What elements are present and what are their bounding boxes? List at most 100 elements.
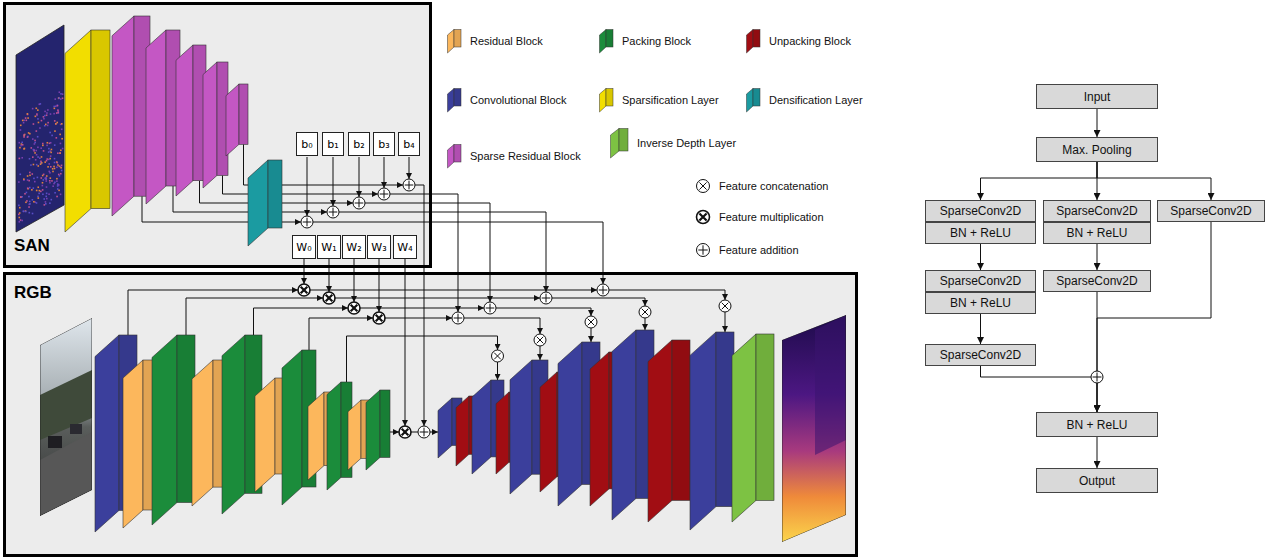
addition-symbol bbox=[327, 206, 339, 218]
sparse-point bbox=[46, 193, 48, 195]
sparse-point bbox=[54, 144, 56, 146]
sparse-point bbox=[56, 166, 58, 168]
block-side bbox=[438, 398, 452, 458]
sparse-point bbox=[22, 144, 24, 146]
sparse-point bbox=[36, 202, 38, 204]
symbol-circle bbox=[348, 302, 360, 314]
sparse-point bbox=[24, 193, 26, 195]
sparse-point bbox=[27, 114, 29, 116]
symbol-cross bbox=[699, 213, 706, 220]
sparse-point bbox=[28, 196, 30, 198]
swatch-side bbox=[747, 88, 754, 112]
sparse-point bbox=[49, 158, 51, 160]
swatch-side bbox=[600, 29, 607, 53]
symbol-circle bbox=[540, 292, 552, 304]
sparse-point bbox=[45, 196, 47, 198]
symbol-circle bbox=[719, 300, 731, 312]
symbol-circle bbox=[492, 350, 504, 362]
network-block bbox=[248, 160, 282, 246]
legend-swatch bbox=[746, 29, 761, 54]
sparse-input-image bbox=[16, 25, 64, 232]
symbol-circle bbox=[378, 188, 390, 200]
sparse-point bbox=[61, 138, 63, 140]
sparse-point bbox=[48, 163, 50, 165]
box-label: BN + ReLU bbox=[950, 296, 1011, 310]
wire bbox=[128, 290, 298, 335]
process-box: SparseConv2D bbox=[925, 344, 1036, 366]
sparse-point bbox=[33, 149, 35, 151]
wire bbox=[645, 318, 646, 330]
sparse-point bbox=[29, 133, 31, 135]
box-label: Output bbox=[1079, 474, 1115, 488]
symbol-cross bbox=[326, 295, 333, 302]
block-side bbox=[472, 380, 491, 474]
sparse-point bbox=[21, 220, 23, 222]
sparse-point bbox=[34, 143, 36, 145]
symbol-cross bbox=[303, 218, 312, 227]
block-side bbox=[510, 360, 532, 494]
photo-road bbox=[40, 432, 92, 516]
concatenation-symbol bbox=[492, 350, 504, 362]
sparse-point bbox=[58, 97, 60, 99]
block-side bbox=[255, 378, 275, 492]
sparse-point bbox=[55, 123, 57, 125]
sparse-point bbox=[62, 148, 64, 150]
sparse-point bbox=[46, 114, 48, 116]
sparse-point bbox=[45, 177, 47, 179]
sparse-point bbox=[29, 201, 31, 203]
sparse-point bbox=[27, 136, 29, 138]
process-box: SparseConv2D bbox=[925, 270, 1036, 292]
sparse-point bbox=[27, 117, 29, 119]
network-block bbox=[65, 30, 110, 232]
wire bbox=[591, 328, 592, 342]
legend-swatch bbox=[447, 144, 462, 169]
sparse-point bbox=[47, 125, 49, 127]
sparse-point bbox=[49, 182, 51, 184]
sparse-point bbox=[51, 180, 53, 182]
flow-connector bbox=[1097, 162, 1211, 200]
legend-swatch bbox=[599, 88, 614, 113]
swatch-face bbox=[606, 29, 613, 47]
sparse-point bbox=[33, 164, 35, 166]
sparse-point bbox=[19, 207, 21, 209]
sparse-point bbox=[33, 178, 35, 180]
sparse-point bbox=[62, 93, 64, 95]
sparse-point bbox=[59, 152, 61, 154]
depth-far bbox=[815, 315, 846, 455]
block-side bbox=[222, 335, 245, 514]
sparse-point bbox=[18, 205, 20, 207]
sparse-point bbox=[56, 161, 58, 163]
wire bbox=[339, 212, 546, 292]
rgb-input-image bbox=[40, 318, 92, 516]
sparse-point bbox=[58, 112, 60, 114]
legend-swatch bbox=[610, 128, 629, 159]
box-label: Input bbox=[1084, 90, 1111, 104]
sparse-point bbox=[52, 171, 54, 173]
sparse-point bbox=[18, 181, 20, 183]
process-box: BN + ReLU bbox=[925, 222, 1036, 244]
sparse-point bbox=[20, 129, 22, 131]
sparse-point bbox=[46, 175, 48, 177]
symbol-circle bbox=[418, 426, 430, 438]
sparse-point bbox=[37, 186, 39, 188]
block-side bbox=[690, 332, 716, 530]
block-face bbox=[672, 340, 690, 500]
sparse-point bbox=[45, 180, 47, 182]
sparse-point bbox=[24, 134, 26, 136]
sparse-point bbox=[23, 148, 25, 150]
block-side bbox=[65, 30, 91, 232]
legend-label: Unpacking Block bbox=[769, 35, 851, 47]
sparse-point bbox=[46, 112, 48, 114]
symbol-circle bbox=[301, 216, 313, 228]
symbol-circle bbox=[534, 334, 546, 346]
parameter-label: W₄ bbox=[397, 241, 412, 254]
sparse-point bbox=[49, 132, 51, 134]
sparse-point bbox=[56, 137, 58, 139]
flow-connector bbox=[1097, 109, 1098, 137]
sparse-point bbox=[28, 206, 30, 208]
sparse-point bbox=[54, 130, 56, 132]
sparse-points bbox=[18, 91, 63, 222]
process-box: BN + ReLU bbox=[1036, 412, 1158, 437]
wire bbox=[405, 259, 406, 426]
